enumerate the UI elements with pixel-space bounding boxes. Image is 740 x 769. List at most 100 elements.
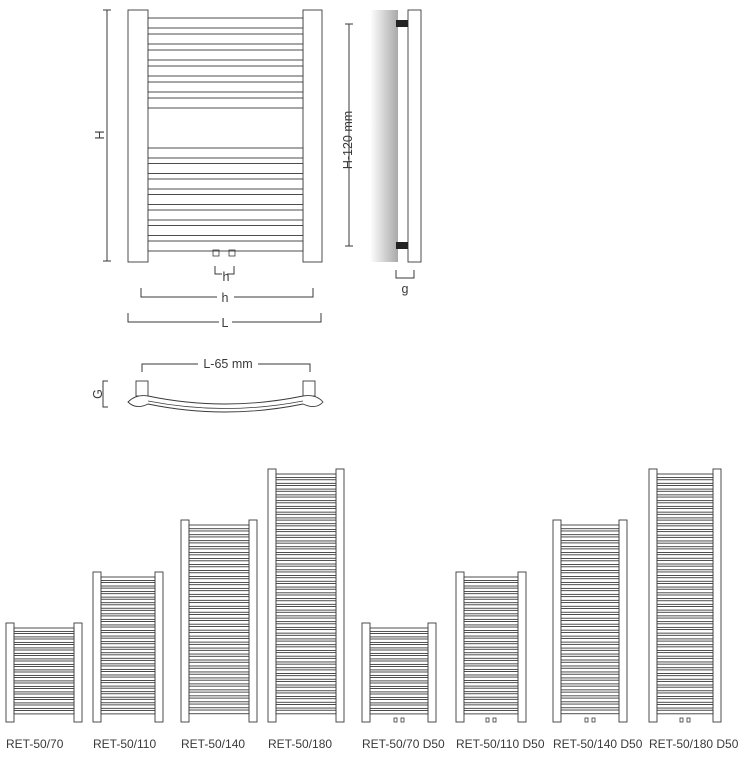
radiator-bar (188, 673, 250, 679)
radiator-bar (560, 554, 620, 559)
front-bars (147, 17, 304, 252)
radiator-bar (188, 637, 250, 643)
radiator-bar (275, 617, 337, 623)
radiator-bar (13, 649, 75, 654)
model-label: RET-50/180 D50 (649, 737, 739, 751)
axis-spacing-label: h (222, 291, 229, 305)
radiator-bar (560, 614, 620, 619)
radiator-bar (275, 692, 337, 697)
front-bar (147, 97, 304, 109)
radiator-bar (100, 593, 156, 598)
radiator-bar (188, 667, 250, 673)
radiator-bar (188, 685, 250, 691)
radiator-bar (275, 502, 337, 507)
radiator-bar (100, 659, 156, 665)
radiator-bar (656, 502, 714, 507)
radiator-bar (275, 542, 337, 548)
radiator-bar (275, 496, 337, 502)
radiator-right-post (712, 468, 722, 723)
radiator-bar (188, 590, 250, 595)
radiator-bar (463, 698, 519, 704)
radiator-bar (369, 638, 429, 643)
radiator-bar (275, 680, 337, 686)
radiator-bar (100, 587, 156, 593)
depth-dimension-line (102, 380, 108, 408)
radiator-bar (188, 655, 250, 661)
d50-connector (679, 717, 684, 723)
radiator-bar (275, 577, 337, 582)
radiator-bar (188, 703, 250, 709)
radiator-bar (463, 632, 519, 637)
radiator-bar (100, 637, 156, 643)
radiator-bar (13, 655, 75, 660)
radiator-bar (560, 590, 620, 595)
radiator-bar (369, 699, 429, 704)
radiator-bar (560, 530, 620, 536)
radiator-bar (13, 644, 75, 649)
radiator-model: RET-50/110 D50 (455, 571, 545, 751)
radiator-bar (656, 600, 714, 605)
radiator-bar (560, 703, 620, 709)
front-pipe-left (212, 249, 220, 257)
radiator-bar (463, 687, 519, 693)
radiator-bar (463, 643, 519, 648)
plan-left-pipe (135, 380, 149, 397)
radiator-bar (100, 626, 156, 631)
radiator-right-post (517, 571, 527, 723)
radiator-bar (369, 671, 429, 676)
radiator-bar (656, 588, 714, 594)
radiator-bar (560, 620, 620, 625)
radiator-bar (275, 675, 337, 680)
radiator-bar (463, 637, 519, 643)
radiator-bar (463, 704, 519, 709)
radiator-bar (188, 548, 250, 554)
radiator-bar (188, 602, 250, 607)
radiator-bar (463, 621, 519, 626)
radiator-bar (656, 490, 714, 496)
radiator-model: RET-50/180 D50 (648, 468, 739, 751)
radiator-bar (560, 596, 620, 601)
radiator-bar (656, 698, 714, 703)
radiator-left-post (361, 622, 371, 723)
radiator-bar (100, 582, 156, 587)
radiator-bar (100, 671, 156, 676)
radiator-bar (463, 604, 519, 609)
radiator-bar (188, 578, 250, 583)
radiator-bar (275, 600, 337, 605)
radiator-bar (656, 519, 714, 525)
radiator-bar (188, 536, 250, 542)
radiator-bar (560, 637, 620, 643)
radiator-bar (100, 687, 156, 693)
axis-spacing-dimension-line (140, 288, 314, 298)
radiator-bar (275, 669, 337, 674)
front-bar (147, 178, 304, 190)
radiator-bar (275, 513, 337, 519)
radiator-bar (463, 659, 519, 665)
radiator-bar (656, 611, 714, 617)
radiator-bar (100, 598, 156, 604)
radiator-bar (188, 631, 250, 637)
front-bar (147, 81, 304, 93)
radiator-bar (100, 648, 156, 654)
front-right-post (302, 9, 323, 263)
radiator-bar (560, 649, 620, 655)
radiator-bar (369, 710, 429, 715)
radiator-bar (188, 697, 250, 703)
radiator-bar (560, 697, 620, 703)
radiator-bar (656, 496, 714, 502)
radiator-bar (656, 646, 714, 651)
radiator-bar (463, 598, 519, 604)
radiator-right-post (248, 519, 258, 723)
side-view: H-120 mm g (341, 9, 422, 296)
radiator-bar (656, 657, 714, 663)
radiator-bar (656, 669, 714, 674)
radiator-bar (656, 479, 714, 484)
radiator-bar (275, 646, 337, 651)
d50-connector (686, 717, 691, 723)
radiator-bar (188, 572, 250, 577)
length-label: L (222, 316, 229, 330)
radiator-bar (560, 679, 620, 685)
radiator-bar (13, 688, 75, 693)
radiator-bar (656, 634, 714, 640)
front-view: H h h L (93, 9, 323, 330)
